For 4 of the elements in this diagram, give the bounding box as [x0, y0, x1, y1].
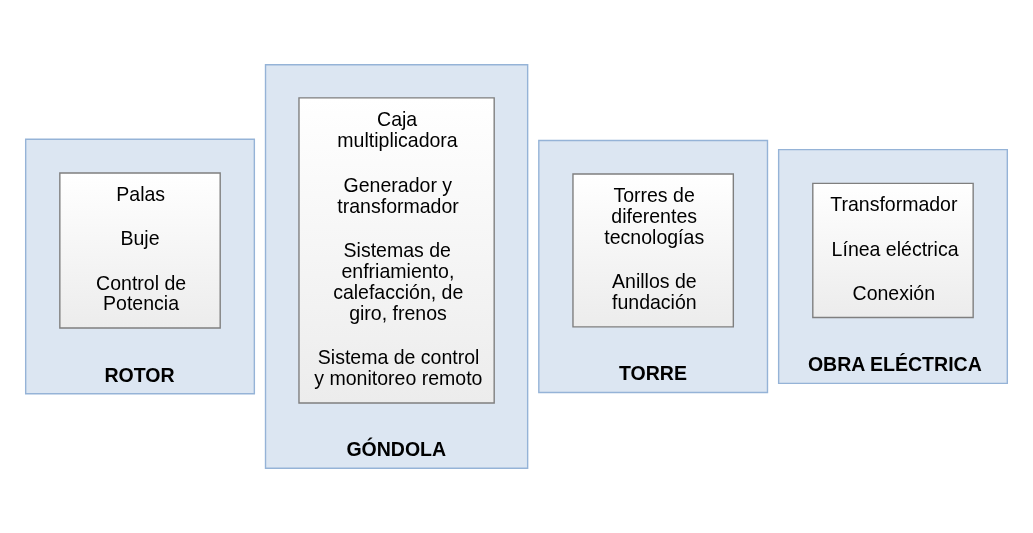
- node-box: Palas Buje Control de Potencia: [59, 172, 221, 329]
- node-box: Transformador Línea eléctrica Conexión: [812, 182, 974, 319]
- node-box: Caja multiplicadora Generador y transformador Sistemas de enfriamiento, calefacción, de giro, frenos Sistema de control y monitoreo remoto: [298, 97, 495, 404]
- node-box: Torres de diferentes tecnologías Anillos de fundación: [572, 173, 735, 328]
